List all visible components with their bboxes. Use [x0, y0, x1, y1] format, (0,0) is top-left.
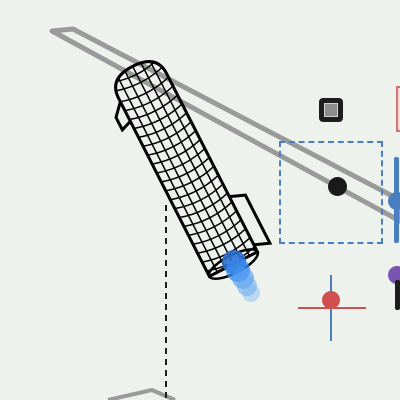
rocket-hull [114, 60, 260, 279]
floor-edge [107, 387, 176, 400]
rocket-mesh-long [117, 61, 251, 273]
color-swatch-handle[interactable] [388, 266, 400, 284]
thruster-glow [222, 250, 260, 302]
target-crosshair-icon[interactable] [298, 275, 366, 341]
rocket-fin-right [229, 193, 273, 247]
rocket-fin-left [114, 101, 132, 133]
guide-rail [49, 26, 400, 224]
selection-box[interactable] [279, 141, 383, 244]
stop-square-icon[interactable] [319, 98, 343, 122]
pivot-point-icon[interactable] [328, 177, 347, 196]
rocket-wireframe[interactable] [99, 47, 275, 289]
side-bar-handle[interactable] [395, 280, 400, 310]
scroll-handle[interactable] [388, 192, 400, 210]
side-panel-tab[interactable] [396, 86, 400, 132]
